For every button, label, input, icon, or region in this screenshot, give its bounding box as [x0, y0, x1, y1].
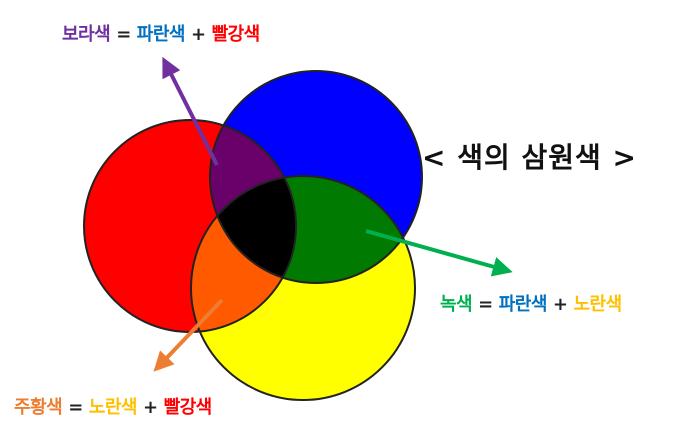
purple-arrow	[162, 56, 219, 166]
blue-term-text: 파란색	[136, 24, 186, 45]
purple-result-text: 보라색	[62, 24, 111, 45]
blue-term-text: 파란색	[498, 294, 548, 315]
plus-sign: +	[142, 397, 158, 418]
equals-sign: =	[478, 294, 493, 315]
green-result-text: 녹색	[440, 294, 473, 315]
diagram-title: < 색의 삼원색 >	[422, 141, 637, 174]
plus-sign: +	[552, 294, 568, 315]
red-term-text: 빨강색	[211, 24, 261, 45]
orange-result-text: 주황색	[14, 397, 63, 418]
blue-outline	[209, 70, 423, 284]
red-term-text: 빨강색	[163, 397, 213, 418]
equals-sign: =	[68, 397, 83, 418]
orange-equation: 주황색=노란색+빨강색	[14, 393, 212, 419]
yellow-term-text: 노란색	[88, 397, 138, 418]
black-center	[210, 176, 296, 283]
purple-equation: 보라색=파란색+빨강색	[62, 20, 260, 46]
plus-sign: +	[190, 24, 206, 45]
equals-sign: =	[116, 24, 131, 45]
green-arrow	[365, 229, 513, 277]
yellow-term-text: 노란색	[573, 294, 623, 315]
orange-arrow	[153, 298, 224, 372]
green-equation: 녹색=파란색+노란색	[440, 290, 622, 316]
yellow-outline	[190, 175, 416, 401]
